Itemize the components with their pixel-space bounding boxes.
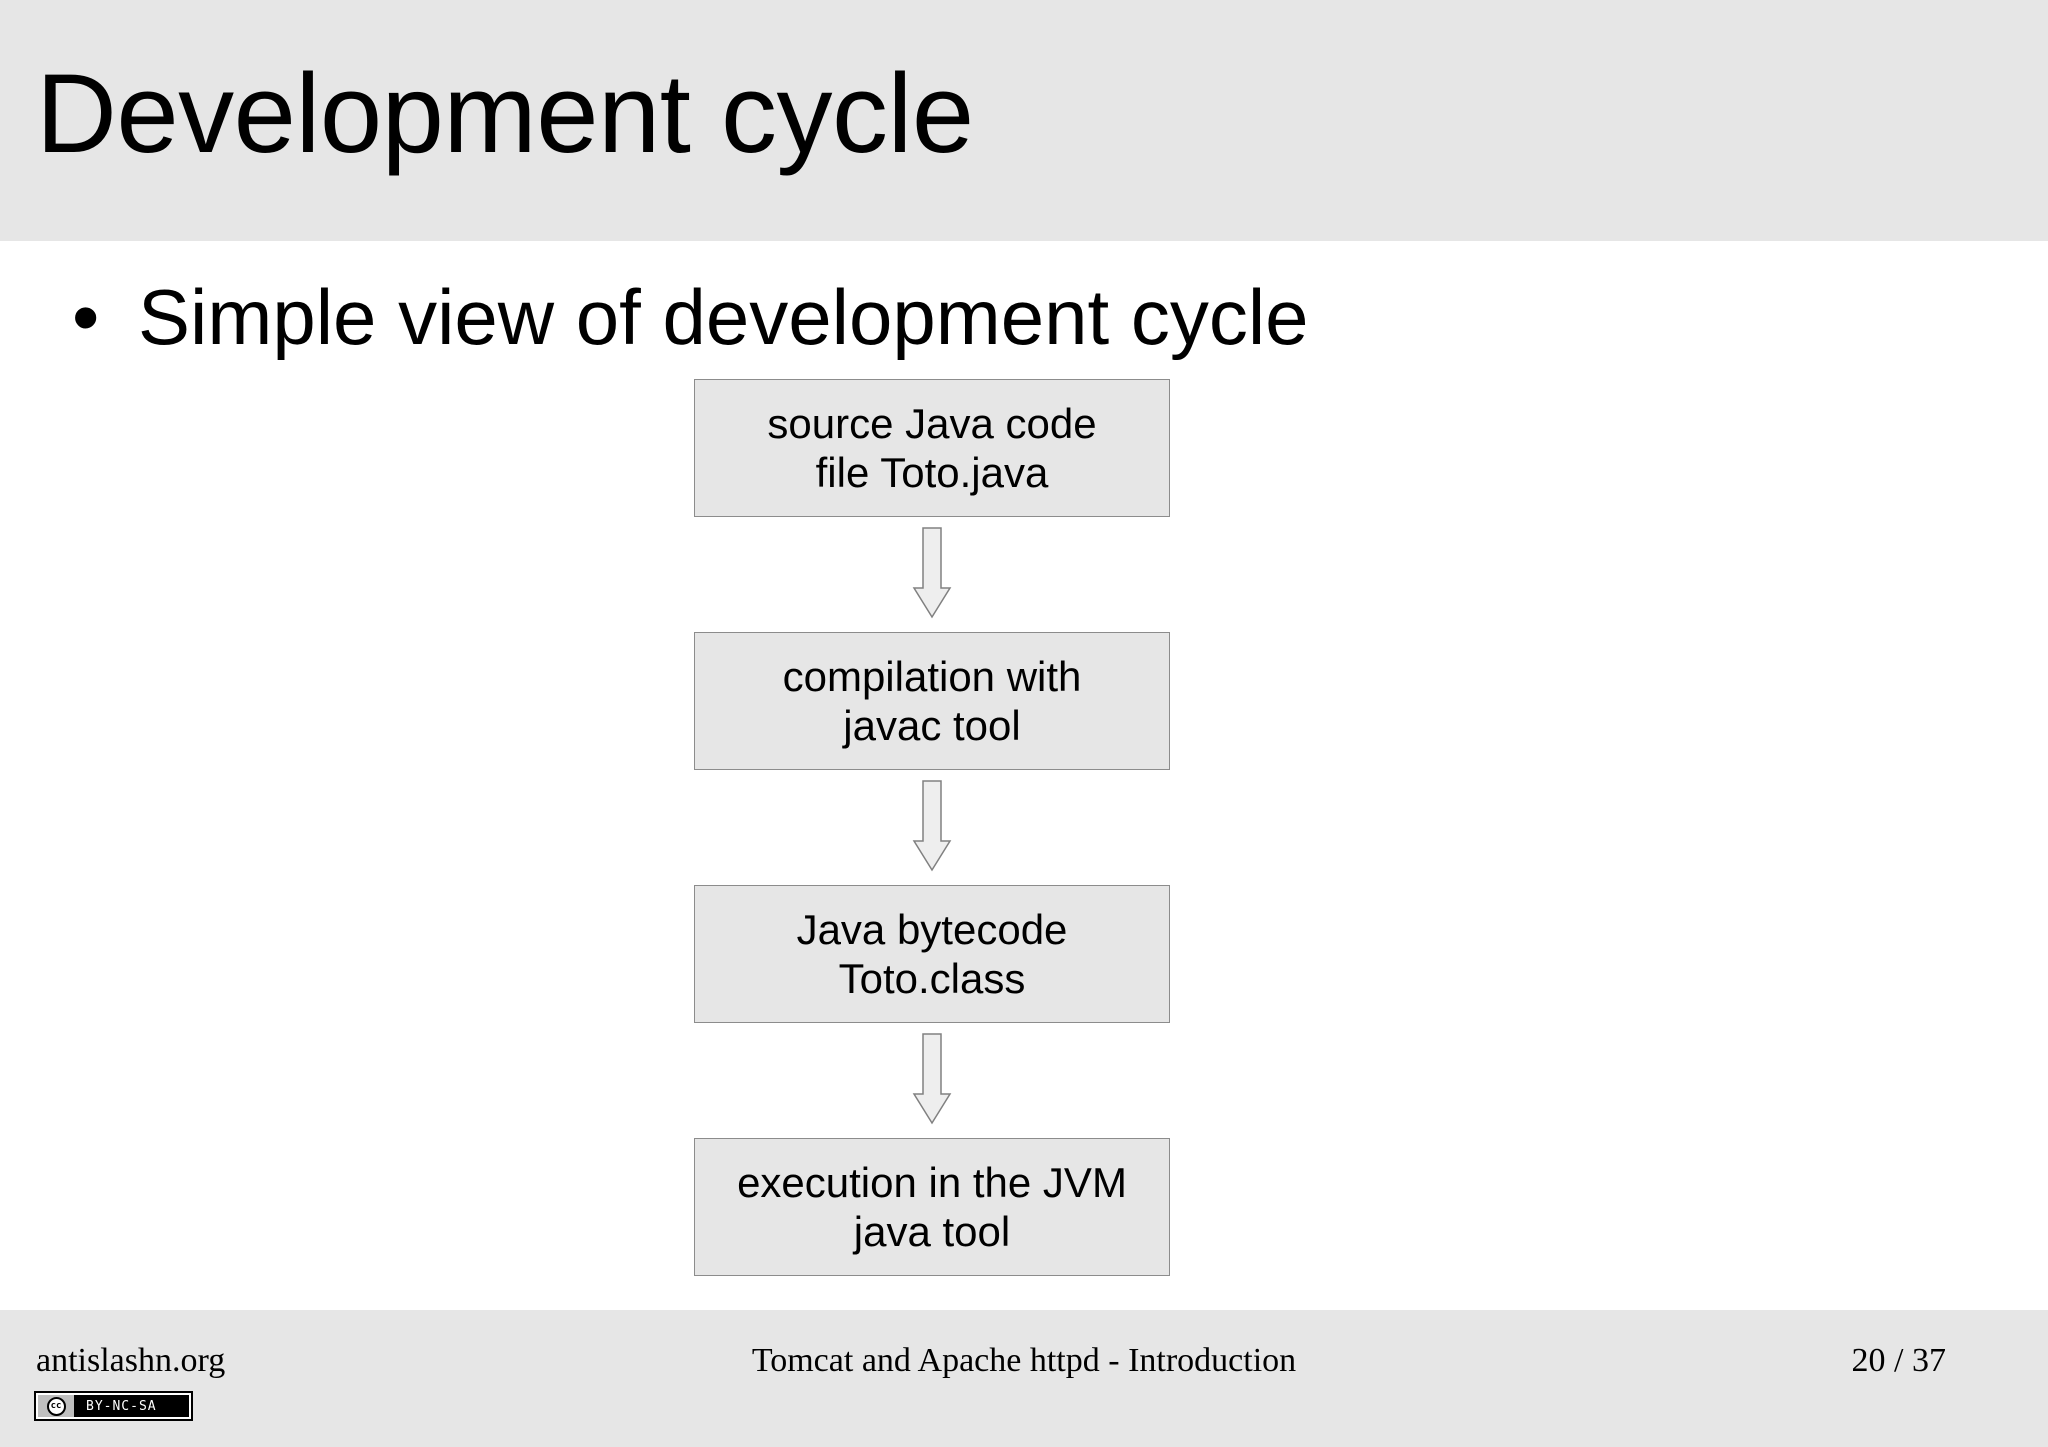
slide-title: Development cycle [36,51,974,176]
flow-step-line: javac tool [843,702,1021,749]
flow-step-line: source Java code [767,400,1097,447]
footer-page-number: 20 / 37 [1851,1342,1946,1379]
license-badge: cc BY-NC-SA [34,1391,193,1421]
flow-step-line: file Toto.java [815,449,1049,496]
bullet-dot-icon: • [72,273,100,361]
bullet-text: Simple view of development cycle [138,273,1309,361]
footer-bar [0,1310,2048,1447]
down-arrow-icon [912,527,952,619]
flow-step-line: java tool [853,1208,1011,1255]
title-bar [0,0,2048,241]
footer-presentation-title: Tomcat and Apache httpd - Introduction [751,1342,1297,1379]
flow-step-bytecode: Java bytecode Toto.class [694,885,1170,1023]
flow-step-line: Java bytecode [796,906,1068,953]
flow-step-execution: execution in the JVM java tool [694,1138,1170,1276]
flow-step-source: source Java code file Toto.java [694,379,1170,517]
down-arrow-icon [912,1033,952,1125]
flow-step-line: compilation with [782,653,1082,700]
creative-commons-icon: cc [38,1395,74,1417]
footer-site: antislashn.org [36,1342,226,1379]
flow-step-line: Toto.class [838,955,1026,1002]
license-label: BY-NC-SA [86,1398,157,1414]
down-arrow-icon [912,780,952,872]
flow-step-line: execution in the JVM [737,1159,1127,1206]
bullet-item: •Simple view of development cycle [72,278,1309,356]
flow-step-compilation: compilation with javac tool [694,632,1170,770]
